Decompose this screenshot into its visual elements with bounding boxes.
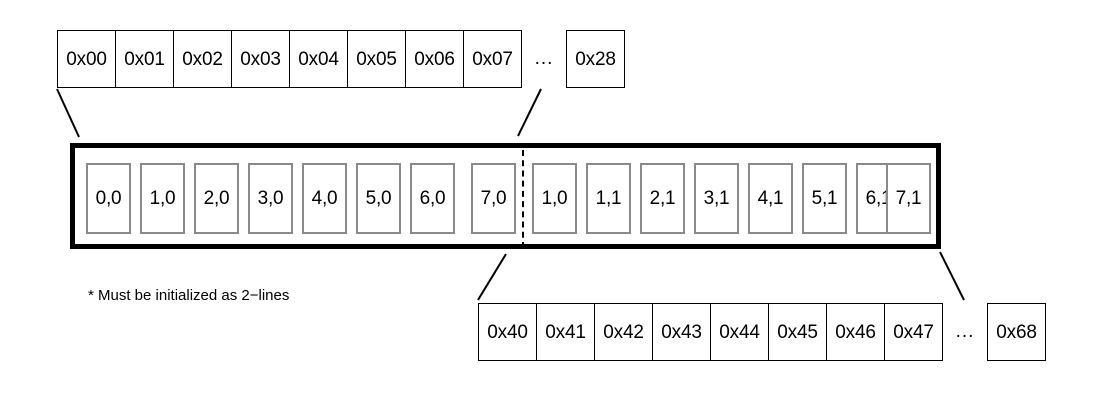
top-address-cell: 0x01 xyxy=(115,30,174,88)
top-address-ellipsis: ... xyxy=(534,48,554,69)
top-address-cell: 0x05 xyxy=(347,30,406,88)
cache-word-cell: 1,0 xyxy=(532,163,577,234)
bottom-address-cell: 0x45 xyxy=(768,303,827,361)
cache-word-cell: 5,1 xyxy=(802,163,847,234)
cache-line-half-divider xyxy=(522,150,524,248)
cache-word-cell: 3,1 xyxy=(694,163,739,234)
top-address-strip: 0x00 0x01 0x02 0x03 0x04 0x05 0x06 0x07 … xyxy=(57,30,625,88)
bottom-address-cell: 0x43 xyxy=(652,303,711,361)
cache-word-cell: 7,0 xyxy=(471,163,516,234)
top-address-cell: 0x04 xyxy=(289,30,348,88)
cache-word-cell: 4,1 xyxy=(748,163,793,234)
connector-top-right xyxy=(517,88,542,137)
cache-word-cell: 0,0 xyxy=(86,163,131,234)
top-address-cell: 0x06 xyxy=(405,30,464,88)
cache-line-words: 0,0 1,0 2,0 3,0 4,0 5,0 6,0 7,0 1,0 1,1 … xyxy=(86,150,931,248)
bottom-address-ellipsis: ... xyxy=(955,321,975,342)
top-address-cell: 0x03 xyxy=(231,30,290,88)
cache-word-cell: 2,1 xyxy=(640,163,685,234)
top-address-cell: 0x02 xyxy=(173,30,232,88)
bottom-address-cell: 0x47 xyxy=(884,303,943,361)
top-address-cell: 0x00 xyxy=(57,30,116,88)
cache-line-block: 0,0 1,0 2,0 3,0 4,0 5,0 6,0 7,0 1,0 1,1 … xyxy=(70,143,941,249)
top-address-tail-cell: 0x28 xyxy=(566,30,625,88)
cache-word-cell: 3,0 xyxy=(248,163,293,234)
connector-bottom-left xyxy=(477,253,507,301)
cache-word-cell: 2,0 xyxy=(194,163,239,234)
cache-word-cell: 6,0 xyxy=(410,163,455,234)
bottom-address-cell: 0x41 xyxy=(536,303,595,361)
bottom-address-tail-cell: 0x68 xyxy=(987,303,1046,361)
bottom-address-cell: 0x44 xyxy=(710,303,769,361)
bottom-address-cell: 0x42 xyxy=(594,303,653,361)
bottom-address-cell: 0x40 xyxy=(478,303,537,361)
bottom-address-cell: 0x46 xyxy=(826,303,885,361)
cache-word-cell: 5,0 xyxy=(356,163,401,234)
top-address-cell: 0x07 xyxy=(463,30,522,88)
connector-bottom-right xyxy=(939,251,965,301)
cache-word-cell: 1,0 xyxy=(140,163,185,234)
cache-word-cell: 4,0 xyxy=(302,163,347,234)
cache-word-cell: 1,1 xyxy=(586,163,631,234)
bottom-address-strip: 0x40 0x41 0x42 0x43 0x44 0x45 0x46 0x47 … xyxy=(478,303,1046,361)
footnote-text: * Must be initialized as 2−lines xyxy=(88,287,290,304)
cache-word-cell: 7,1 xyxy=(886,163,931,234)
connector-top-left xyxy=(56,88,80,138)
